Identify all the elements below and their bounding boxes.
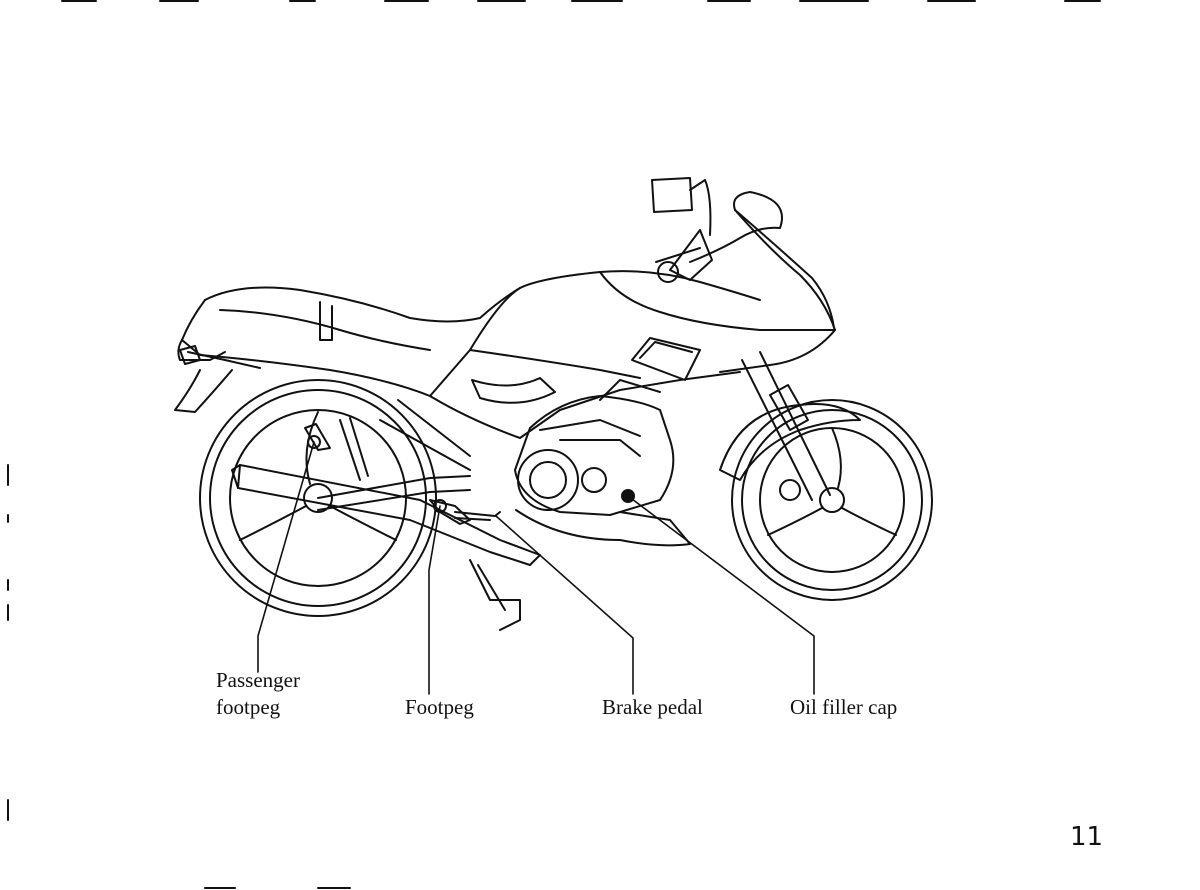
oil-filler-cap-label: Oil filler cap	[790, 695, 898, 719]
scan-edge-marks	[7, 0, 1101, 889]
front-fork	[719, 351, 861, 501]
leader-lines	[257, 441, 815, 695]
pegs-and-pedal	[304, 423, 501, 525]
passenger-footpeg-label-line1: Passenger	[216, 668, 300, 692]
footpeg-label: Footpeg	[405, 695, 474, 719]
front-wheel	[731, 399, 933, 601]
bodywork	[174, 177, 836, 439]
engine	[514, 379, 691, 547]
brake-pedal-label: Brake pedal	[602, 695, 703, 719]
frame-exhaust	[231, 399, 541, 631]
page-number: 11	[1070, 822, 1104, 852]
passenger-footpeg-label: Passenger footpeg	[216, 667, 300, 721]
passenger-footpeg-label-line2: footpeg	[216, 695, 281, 719]
